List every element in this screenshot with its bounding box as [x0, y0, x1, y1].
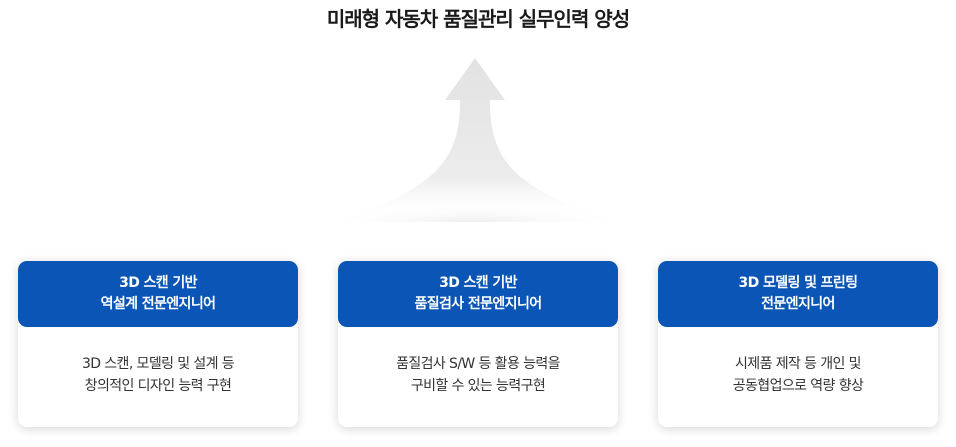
- card-body-line2: 공동협업으로 역량 향상: [732, 378, 864, 394]
- card-body: 3D 스캔, 모델링 및 설계 등 창의적인 디자인 능력 구현: [18, 327, 298, 427]
- card-body-line1: 3D 스캔, 모델링 및 설계 등: [81, 356, 235, 372]
- card-header-line1: 3D 스캔 기반: [119, 275, 197, 291]
- card-reverse-engineering: 3D 스캔 기반 역설계 전문엔지니어 3D 스캔, 모델링 및 설계 등 창의…: [18, 261, 298, 427]
- card-body-line2: 창의적인 디자인 능력 구현: [84, 378, 232, 394]
- card-body: 시제품 제작 등 개인 및 공동협업으로 역량 향상: [658, 327, 938, 427]
- card-header: 3D 스캔 기반 품질검사 전문엔지니어: [338, 261, 618, 327]
- card-header: 3D 모델링 및 프린팅 전문엔지니어: [658, 261, 938, 327]
- card-header-line2: 역설계 전문엔지니어: [100, 296, 216, 312]
- card-body: 품질검사 S/W 등 활용 능력을 구비할 수 있는 능력구현: [338, 327, 618, 427]
- card-modeling-printing: 3D 모델링 및 프린팅 전문엔지니어 시제품 제작 등 개인 및 공동협업으로…: [658, 261, 938, 427]
- card-header-line1: 3D 모델링 및 프린팅: [738, 275, 859, 291]
- page-title: 미래형 자동차 품질관리 실무인력 양성: [326, 7, 630, 31]
- card-body-line2: 구비할 수 있는 능력구현: [410, 378, 546, 394]
- card-header-line2: 전문엔지니어: [761, 296, 835, 312]
- card-body-line1: 품질검사 S/W 등 활용 능력을: [396, 356, 560, 372]
- card-body-line1: 시제품 제작 등 개인 및: [735, 356, 862, 372]
- card-header-line1: 3D 스캔 기반: [439, 275, 517, 291]
- card-header-line2: 품질검사 전문엔지니어: [414, 296, 542, 312]
- card-quality-inspection: 3D 스캔 기반 품질검사 전문엔지니어 품질검사 S/W 등 활용 능력을 구…: [338, 261, 618, 427]
- upward-arrow-icon: [340, 52, 610, 222]
- card-header: 3D 스캔 기반 역설계 전문엔지니어: [18, 261, 298, 327]
